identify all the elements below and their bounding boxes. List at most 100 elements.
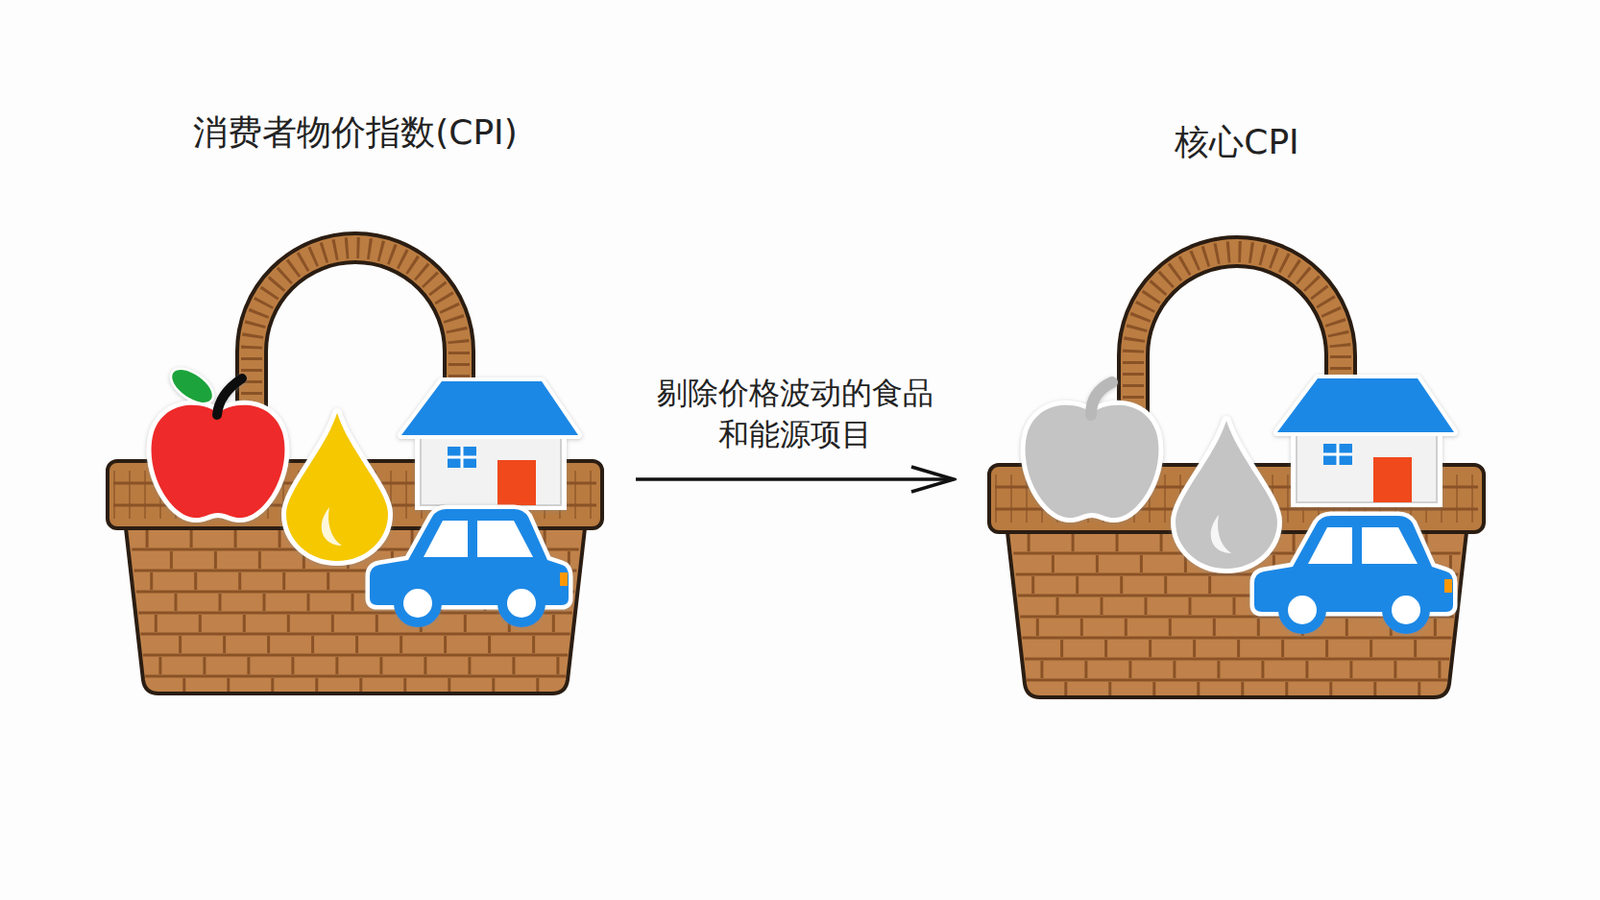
- weave-line: [1184, 555, 1188, 573]
- weave-line: [556, 656, 559, 675]
- weave-line: [463, 614, 467, 632]
- weave-line: [198, 614, 202, 632]
- weave-line: [1292, 533, 1296, 552]
- weave-line: [1075, 576, 1079, 594]
- weave-line: [484, 593, 487, 611]
- basket-rim: [107, 460, 603, 529]
- car-window: [1308, 527, 1353, 564]
- weave-line: [1393, 660, 1397, 679]
- weave-line: [1119, 576, 1123, 594]
- weave-line: [1016, 573, 1459, 577]
- weave-line: [290, 656, 294, 675]
- weave-line: [528, 593, 532, 611]
- weave-line: [1022, 636, 1453, 640]
- weave-line: [246, 656, 250, 675]
- weave-line: [1305, 660, 1309, 679]
- weave-line: [1272, 555, 1276, 573]
- oil-drop-icon-greyed: [1175, 420, 1278, 569]
- weave-line: [395, 593, 399, 611]
- drop-highlight: [321, 507, 342, 546]
- weave-line: [1040, 660, 1043, 679]
- house-wall: [1296, 425, 1437, 503]
- weave-line: [1139, 555, 1143, 573]
- weave-line: [270, 678, 274, 692]
- house-door: [1373, 457, 1412, 503]
- weave-line: [1036, 618, 1040, 636]
- weave-line: [226, 678, 230, 692]
- weave-line: [1252, 576, 1256, 594]
- car-window: [423, 520, 468, 558]
- basket-handle: [1133, 251, 1341, 480]
- weave-line: [366, 530, 370, 548]
- weave-line: [1437, 660, 1441, 679]
- weave-line: [145, 675, 566, 679]
- weave-line: [375, 614, 379, 632]
- weave-line: [1172, 660, 1176, 679]
- weave-line: [455, 530, 459, 548]
- apple-body: [151, 405, 286, 518]
- weave-line: [1449, 555, 1453, 573]
- arrow-connector: [635, 477, 954, 482]
- weave-line: [1233, 597, 1237, 615]
- basket-weave: [1013, 533, 1460, 696]
- car-wheel: [398, 583, 437, 623]
- weave-line: [182, 678, 186, 692]
- weave-line: [355, 635, 359, 654]
- weave-line: [311, 635, 315, 654]
- edge-label: 剔除价格波动的食品 和能源项目: [603, 372, 988, 456]
- weave-line: [1413, 639, 1417, 657]
- weave-line: [508, 614, 511, 632]
- weave-line: [543, 530, 547, 548]
- weave-line: [1373, 681, 1377, 696]
- weave-line: [1349, 660, 1353, 679]
- weave-line: [523, 551, 527, 569]
- weave-line: [1163, 576, 1167, 594]
- weave-line: [1026, 678, 1448, 682]
- rim-weave: [994, 508, 1479, 511]
- car-wheel: [502, 583, 541, 623]
- weave-line: [1144, 597, 1148, 615]
- weave-line: [1018, 594, 1456, 598]
- apple-leaf: [166, 363, 218, 409]
- weave-line: [1060, 639, 1064, 657]
- weave-line: [258, 551, 262, 569]
- drop-body: [1175, 420, 1278, 569]
- drop-body: [286, 412, 388, 561]
- weave-line: [1080, 618, 1084, 636]
- weave-line: [1204, 533, 1208, 552]
- weave-line: [1228, 555, 1232, 573]
- weave-line: [535, 678, 539, 692]
- weave-line: [331, 614, 335, 632]
- weave-line: [1024, 657, 1450, 661]
- rim-weave: [994, 485, 1479, 489]
- weave-line: [1329, 681, 1333, 696]
- house-icon: [1277, 378, 1455, 508]
- weave-line: [169, 551, 173, 569]
- weave-line: [503, 572, 507, 590]
- weave-line: [1429, 576, 1432, 594]
- weave-line: [1192, 639, 1196, 657]
- basket-handle-weave: [251, 247, 460, 476]
- weave-line: [315, 678, 318, 692]
- house-wall: [420, 428, 561, 506]
- weave-line: [158, 656, 162, 675]
- weave-line: [1384, 576, 1388, 594]
- weave-line: [1325, 639, 1329, 657]
- basket-handle-outline: [1133, 251, 1341, 480]
- weave-line: [443, 635, 447, 654]
- weave-line: [1409, 597, 1413, 615]
- weave-line: [1160, 533, 1164, 552]
- weave-line: [1405, 555, 1408, 573]
- weave-line: [1212, 618, 1216, 636]
- house-roof: [401, 381, 579, 436]
- weave-line: [351, 593, 355, 611]
- weave-line: [1124, 618, 1128, 636]
- weave-line: [1417, 681, 1421, 696]
- weave-line: [547, 572, 551, 590]
- car-light: [1444, 579, 1453, 593]
- weave-line: [1095, 555, 1099, 573]
- weave-line: [1071, 533, 1075, 552]
- weave-line: [131, 548, 579, 552]
- weave-line: [511, 656, 515, 675]
- weave-line: [346, 551, 350, 569]
